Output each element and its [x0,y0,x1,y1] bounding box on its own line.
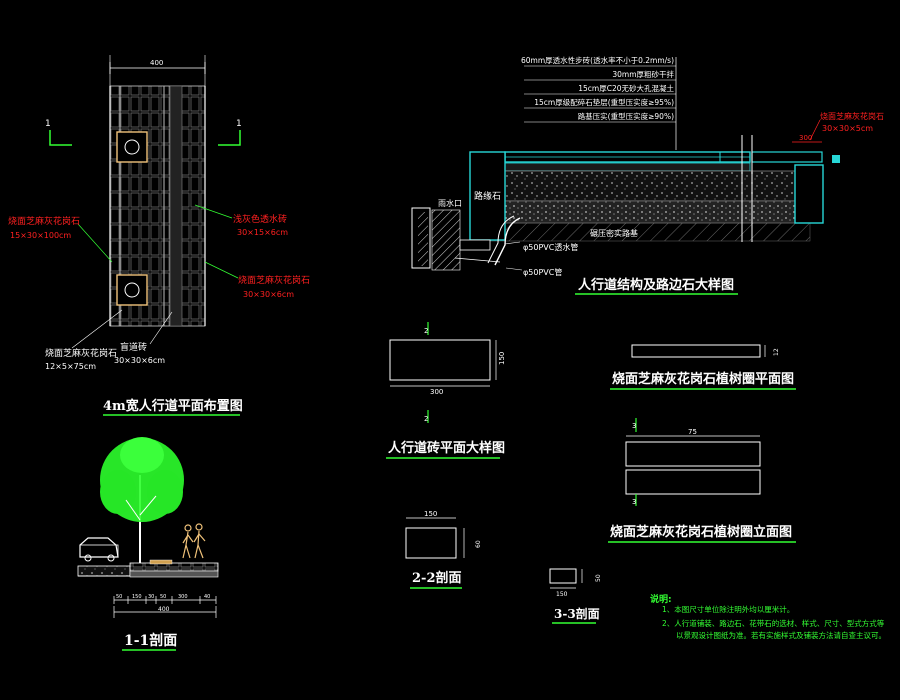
layer-labels: 60mm厚透水性步砖(透水率不小于0.2mm/s) 30mm厚粗砂干拌 15cm厚C… [521,55,676,123]
brick-height-dim: 150 [498,352,506,365]
tree-ring-elevation: 3 75 3 烧面芝麻灰花岗石植树圈立面图 [608,418,796,543]
pedestrians-icon [182,523,206,559]
sec11-total-dim: 400 [158,606,170,613]
sec33-width-dim: 150 [556,591,568,598]
label-curb-top-size: 15×30×100cm [10,231,71,240]
label-paver: 浅灰色透水砖 [233,213,287,225]
tree-ring-plan: 12 烧面芝麻灰花岗石植树圈平面图 [610,344,796,390]
layer-label-5: 路基压实(重型压实度≥90%) [578,111,674,121]
svg-text:1: 1 [45,119,51,129]
structure-title: 人行道结构及路边石大样图 [578,277,734,293]
right-label: 烧面芝麻灰花岗石 [820,111,884,121]
svg-text:3: 3 [632,422,636,430]
plan-title: 4m宽人行道平面布置图 [103,398,243,414]
sec11-dim-3: 30 [148,594,154,600]
section-3-3: 150 50 3-3剖面 [549,568,602,624]
label-edge-stone-size: 12×5×75cm [45,362,96,371]
right-size: 30×30×5cm [822,124,873,133]
label-tactile-size: 30×30×6cm [114,356,165,365]
section-mark-left: 1 [45,119,72,146]
plan-view: 400 1 1 烧面芝麻灰花岗石 [8,55,310,416]
sec22-title: 2-2剖面 [412,570,462,586]
sec22-width-dim: 150 [424,510,437,518]
notes-line-2: 2、人行道铺装、路边石、花带石的选材、样式、尺寸、型式方式等 [662,618,885,628]
drain-pipe-label: φ50PVC透水管 [523,242,578,252]
label-edge-stone: 烧面芝麻灰花岗石 [45,347,117,359]
tree-pit-upper [116,131,148,163]
tree-elev-title: 烧面芝麻灰花岗石植树圈立面图 [610,524,792,540]
sec11-dim-2: 150 [132,594,142,600]
structure-detail: 60mm厚透水性步砖(透水率不小于0.2mm/s) 30mm厚粗砂干拌 15cm厚C… [411,55,884,295]
brick-detail: 2 300 150 2 人行道砖平面大样图 [386,322,506,459]
inlet-label: 雨水口 [438,198,462,208]
layer-label-1: 60mm厚透水性步砖(透水率不小于0.2mm/s) [521,55,674,65]
svg-text:2: 2 [424,415,428,423]
layer-label-4: 15cm厚级配碎石垫层(重型压实度≥95%) [534,97,674,107]
sec11-dim-5: 300 [178,594,188,600]
tree-plan-dim: 12 [773,348,780,356]
svg-text:1: 1 [236,119,242,129]
section-1-1: 50 150 30 50 300 40 400 1-1剖面 [77,437,219,651]
label-curb-top: 烧面芝麻灰花岗石 [8,215,80,227]
notes-line-1: 1、本图尺寸单位除注明外均以厘米计。 [662,604,794,614]
label-tactile: 盲道砖 [120,341,147,353]
brick-width-dim: 300 [430,388,443,396]
pipe2-label: φ50PVC管 [523,267,562,277]
layer-label-2: 30mm厚粗砂干拌 [612,69,674,79]
tree-elev-width-dim: 75 [688,428,697,436]
label-tree-ring: 烧面芝麻灰花岗石 [238,274,310,286]
plan-width-dim: 400 [150,59,163,67]
notes-heading: 说明: [650,593,672,605]
tree-pit-lower [116,274,148,306]
sec11-title: 1-1剖面 [124,632,177,649]
notes: 说明: 1、本图尺寸单位除注明外均以厘米计。 2、人行道铺装、路边石、花带石的选… [650,593,886,640]
sec33-height-dim: 50 [595,574,602,582]
section-2-2: 150 60 2-2剖面 [405,510,482,589]
sec33-title: 3-3剖面 [554,606,600,621]
sec22-height-dim: 60 [475,540,482,548]
label-paver-size: 30×15×6cm [237,228,288,237]
sec11-dim-1: 50 [116,594,122,600]
brick-title: 人行道砖平面大样图 [388,440,505,456]
tree-icon [100,437,184,565]
subgrade-label: 碾压密实路基 [590,228,638,238]
notes-line-3: 以景观设计图纸为准。若有实施样式及铺装方法请自查主议可。 [676,630,886,640]
svg-text:2: 2 [424,327,428,335]
curb-label: 路缘石 [474,190,501,202]
car-icon [79,537,119,562]
svg-text:3: 3 [632,498,636,506]
label-tree-ring-size: 30×30×6cm [243,290,294,299]
layer-label-3: 15cm厚C20无砂大孔混凝土 [578,83,674,93]
sec11-dim-4: 50 [160,594,166,600]
section-mark-right: 1 [218,119,242,146]
sec11-dim-6: 40 [204,594,210,600]
right-dim: 300 [799,134,812,142]
tree-plan-title: 烧面芝麻灰花岗石植树圈平面图 [612,371,794,387]
